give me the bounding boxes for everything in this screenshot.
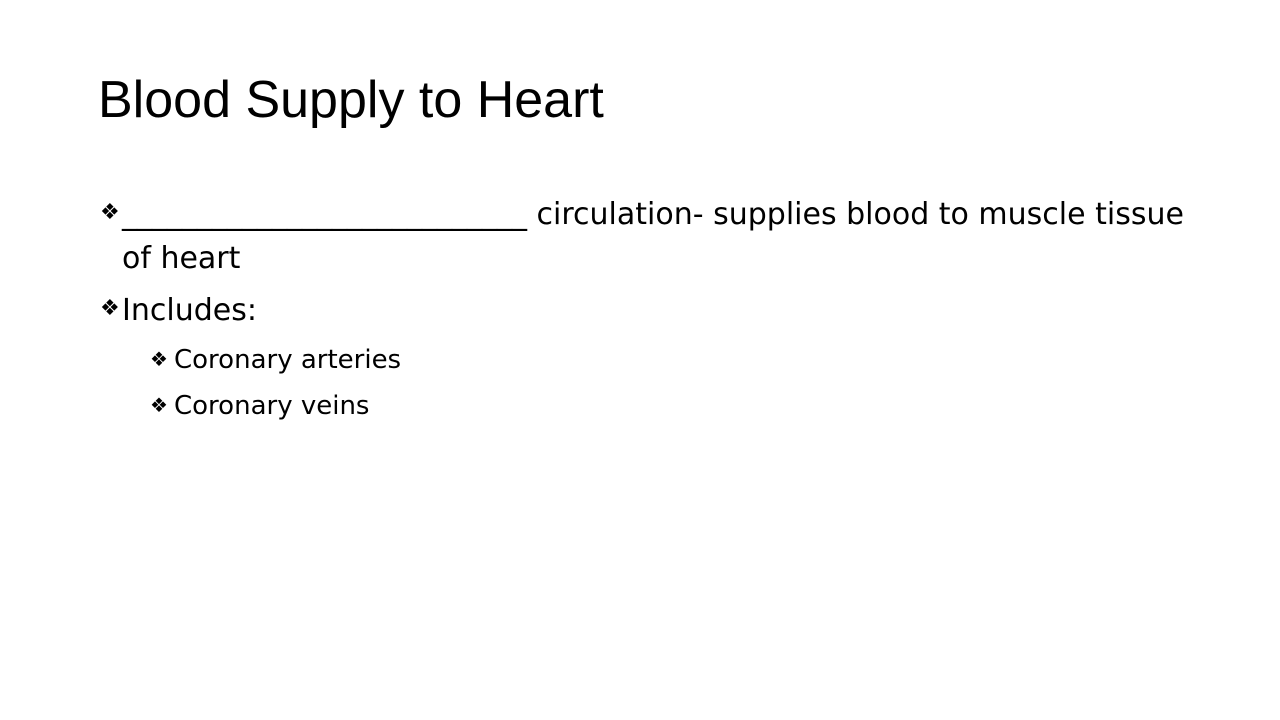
slide-body: ❖ ___________________________ circulatio…: [100, 193, 1190, 429]
slide-title: Blood Supply to Heart: [98, 71, 604, 129]
sub-bullet-text: Coronary veins: [174, 391, 370, 421]
sub-bullet-coronary-veins: ❖ Coronary veins: [100, 383, 1190, 429]
diamond-bullet-icon: ❖: [100, 200, 120, 225]
bullet-coronary-circulation: ❖ ___________________________ circulatio…: [100, 193, 1190, 281]
diamond-bullet-icon: ❖: [150, 347, 168, 371]
sub-bullet-coronary-arteries: ❖ Coronary arteries: [100, 337, 1190, 383]
diamond-bullet-icon: ❖: [100, 296, 120, 321]
sub-bullet-text: Coronary arteries: [174, 345, 402, 375]
bullet-includes: ❖ Includes:: [100, 289, 1190, 333]
diamond-bullet-icon: ❖: [150, 393, 168, 417]
bullet-text: Includes:: [122, 293, 257, 328]
fill-in-blank: ___________________________: [122, 197, 527, 232]
bullet-text: circulation- supplies blood to muscle ti…: [122, 197, 1184, 276]
